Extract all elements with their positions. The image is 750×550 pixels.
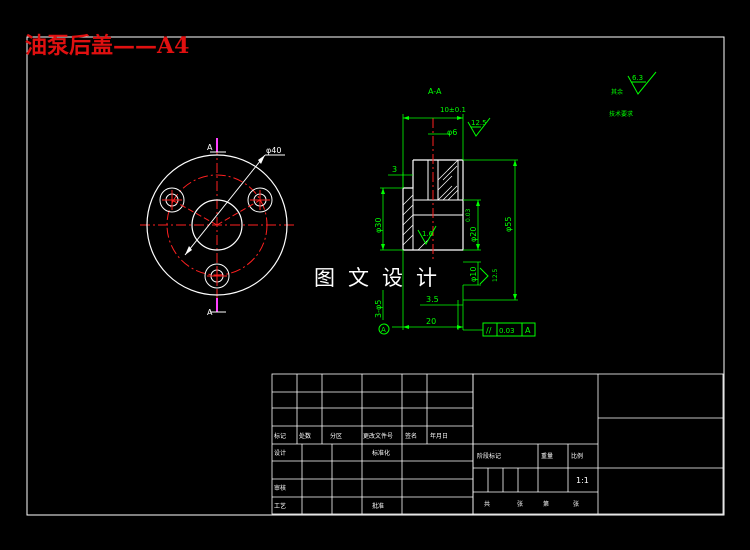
outer-disc xyxy=(146,154,288,296)
section-view: A-A xyxy=(374,87,536,337)
svg-text:1.6: 1.6 xyxy=(422,230,434,238)
tb-standard: 标准化 xyxy=(372,449,390,457)
dim-dia20: φ20 xyxy=(469,227,478,242)
title-block-text: 标记 处数 分区 更改文件号 签名 年月日 设计 标准化 审核 工艺 批准 阶段… xyxy=(274,432,589,510)
bolt-hole-left xyxy=(159,187,185,213)
tb-sheet-1: 共 xyxy=(484,500,490,508)
dim-width-tol: 10±0.1 xyxy=(440,106,466,114)
tb-scale-value: 1:1 xyxy=(576,476,589,485)
drawing-title: 油泵后盖——A4 xyxy=(25,33,190,59)
svg-text://: // xyxy=(486,326,492,335)
dim-step: 3 xyxy=(392,165,397,174)
note-line2: 技术要求 xyxy=(609,110,633,118)
diameter-leader xyxy=(184,154,266,256)
section-mark-bottom: A xyxy=(207,308,213,317)
note-roughness: 6.3 xyxy=(632,74,643,82)
tb-sheet-3: 第 xyxy=(543,500,549,508)
roughness-inner xyxy=(417,225,437,246)
tb-sign: 签名 xyxy=(405,432,417,440)
svg-text:A: A xyxy=(525,326,531,335)
diameter-label: φ40 xyxy=(266,146,281,155)
svg-text:12.5: 12.5 xyxy=(492,268,499,282)
dim-dia20-tol: 0.03 xyxy=(465,208,472,222)
tb-scale: 比例 xyxy=(571,452,583,460)
front-view: A A xyxy=(140,138,295,317)
tb-count: 处数 xyxy=(299,432,311,440)
dim-dia10: φ10 xyxy=(469,267,478,282)
notes: 6.3 其余 技术要求 xyxy=(609,71,657,118)
tolerance-frame xyxy=(482,322,536,337)
bolt-hole-bottom xyxy=(204,263,230,289)
tb-approve: 批准 xyxy=(372,502,384,510)
tb-sheet-2: 张 xyxy=(517,500,523,508)
tb-mark: 标记 xyxy=(274,432,286,440)
title-block xyxy=(271,373,724,515)
tb-date: 年月日 xyxy=(430,432,448,440)
drawing-frame xyxy=(26,36,725,516)
center-bore xyxy=(191,199,243,251)
tb-change: 更改文件号 xyxy=(363,432,393,440)
dim-len20: 20 xyxy=(426,317,436,326)
dim-bore: φ6 xyxy=(447,128,457,137)
tb-zone: 分区 xyxy=(330,432,342,440)
roughness-side xyxy=(479,267,489,285)
watermark-text: 图文设计 xyxy=(314,266,450,290)
tb-process: 工艺 xyxy=(274,502,286,510)
datum-label: A xyxy=(381,326,386,334)
section-title: A-A xyxy=(428,87,442,96)
datum-circle xyxy=(378,323,390,335)
roughness-top xyxy=(467,117,491,137)
svg-text:0.03: 0.03 xyxy=(499,327,515,335)
svg-text:12.5: 12.5 xyxy=(471,119,487,127)
tb-stage: 阶段标记 xyxy=(477,452,501,460)
tb-review: 审核 xyxy=(274,484,286,492)
dim-thread: 3-φ5 xyxy=(374,300,383,318)
dim-dia55: φ55 xyxy=(504,217,513,232)
dim-len35: 3.5 xyxy=(426,295,439,304)
dim-dia30: φ30 xyxy=(374,218,383,233)
tb-sheet-4: 张 xyxy=(573,500,579,508)
section-mark-top: A xyxy=(207,143,213,152)
tb-weight: 重量 xyxy=(541,452,553,460)
note-line1: 其余 xyxy=(611,88,623,96)
tb-design: 设计 xyxy=(274,449,286,457)
hatching xyxy=(402,159,459,251)
